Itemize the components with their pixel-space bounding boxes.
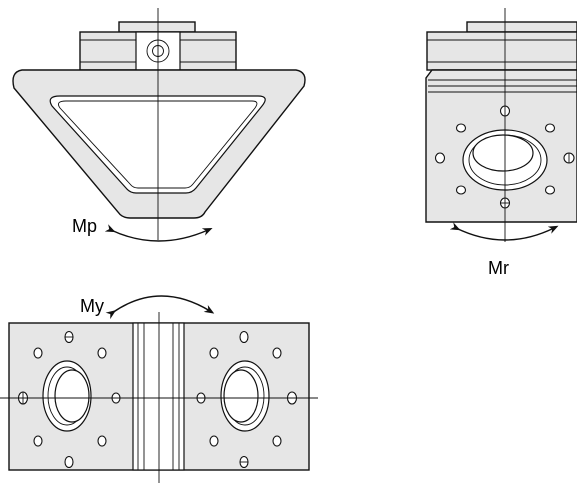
pitch-arrow-icon	[104, 224, 213, 242]
front-view: Mp	[12, 8, 306, 242]
side-hole	[544, 185, 556, 195]
top-hole	[64, 455, 74, 469]
top-hole	[209, 347, 219, 359]
side-bore-inner	[472, 134, 534, 172]
yaw-arrow-icon	[105, 295, 215, 320]
top-hole	[272, 435, 282, 447]
top-hole	[239, 330, 249, 344]
top-hole	[272, 347, 282, 359]
roll-arrow-icon	[449, 222, 559, 241]
top-hole	[33, 435, 43, 447]
top-right-bore-inner	[223, 369, 259, 423]
front-top-cap	[118, 21, 196, 33]
top-hole	[97, 347, 107, 359]
side-hole	[455, 123, 467, 133]
top-view: My	[0, 295, 318, 483]
side-hole	[455, 185, 467, 195]
side-view: Mr	[425, 8, 577, 278]
roll-label: Mr	[488, 258, 509, 278]
yaw-label: My	[80, 296, 104, 316]
top-left-bore-inner	[54, 369, 90, 423]
side-top-block	[426, 31, 577, 71]
side-top-cap	[466, 21, 577, 33]
pitch-label: Mp	[72, 216, 97, 236]
top-center-bar	[132, 322, 185, 471]
top-hole	[33, 347, 43, 359]
top-hole	[209, 435, 219, 447]
top-hole	[97, 435, 107, 447]
side-hole	[544, 123, 556, 133]
side-hole	[434, 152, 446, 164]
